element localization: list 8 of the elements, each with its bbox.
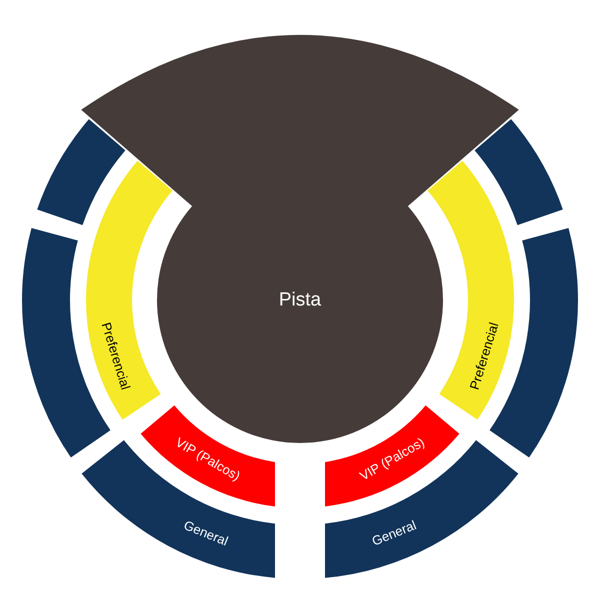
seating-section <box>86 160 173 420</box>
seating-section <box>324 405 460 507</box>
seating-section <box>325 440 519 578</box>
seating-section <box>37 119 126 226</box>
seating-section <box>140 405 275 507</box>
seating-section <box>427 160 514 420</box>
section-label: Pista <box>278 290 322 310</box>
seating-section <box>474 119 563 226</box>
